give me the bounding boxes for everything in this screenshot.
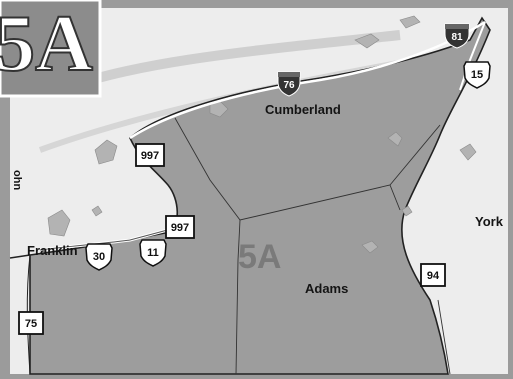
interstate-81-shield[interactable]: 81 xyxy=(444,23,470,49)
pa-94-number: 94 xyxy=(427,270,440,282)
county-label-york: York xyxy=(475,214,504,229)
interstate-81-number: 81 xyxy=(451,32,463,43)
turnpike-76 xyxy=(129,20,486,140)
pa-997-number: 997 xyxy=(141,150,159,162)
county-label-franklin: Franklin xyxy=(27,243,78,258)
water-features xyxy=(47,15,477,254)
township-line xyxy=(437,299,451,375)
us-30-shield[interactable]: 30 xyxy=(85,243,113,271)
pa-75-shield[interactable]: 75 xyxy=(18,311,44,335)
route-15-road xyxy=(459,21,486,91)
county-label-adams: Adams xyxy=(305,281,348,296)
us-15-shield[interactable]: 15 xyxy=(463,61,491,89)
us-11-shield[interactable]: 11 xyxy=(139,239,167,267)
county-border xyxy=(9,254,31,259)
township-line xyxy=(389,184,401,211)
interstate-76-number: 76 xyxy=(283,80,295,91)
pa-94-shield[interactable]: 94 xyxy=(420,263,446,287)
interstate-76-shield[interactable]: 76 xyxy=(277,71,301,97)
us-11-number: 11 xyxy=(147,247,159,259)
county-label-cumberland: Cumberland xyxy=(265,102,341,117)
region-badge-text: 5A xyxy=(0,0,93,88)
county-label-edge: ohn xyxy=(11,170,23,190)
region-label: 5A xyxy=(238,238,281,276)
us-30-number: 30 xyxy=(93,251,105,263)
pa-997-shield-south[interactable]: 997 xyxy=(165,215,195,239)
township-line xyxy=(235,219,241,375)
pa-75-number: 75 xyxy=(25,318,37,330)
region-badge: 5A xyxy=(0,0,102,98)
pa-997-number: 997 xyxy=(171,222,189,234)
pa-997-shield-north[interactable]: 997 xyxy=(135,143,165,167)
us-15-number: 15 xyxy=(471,69,483,81)
